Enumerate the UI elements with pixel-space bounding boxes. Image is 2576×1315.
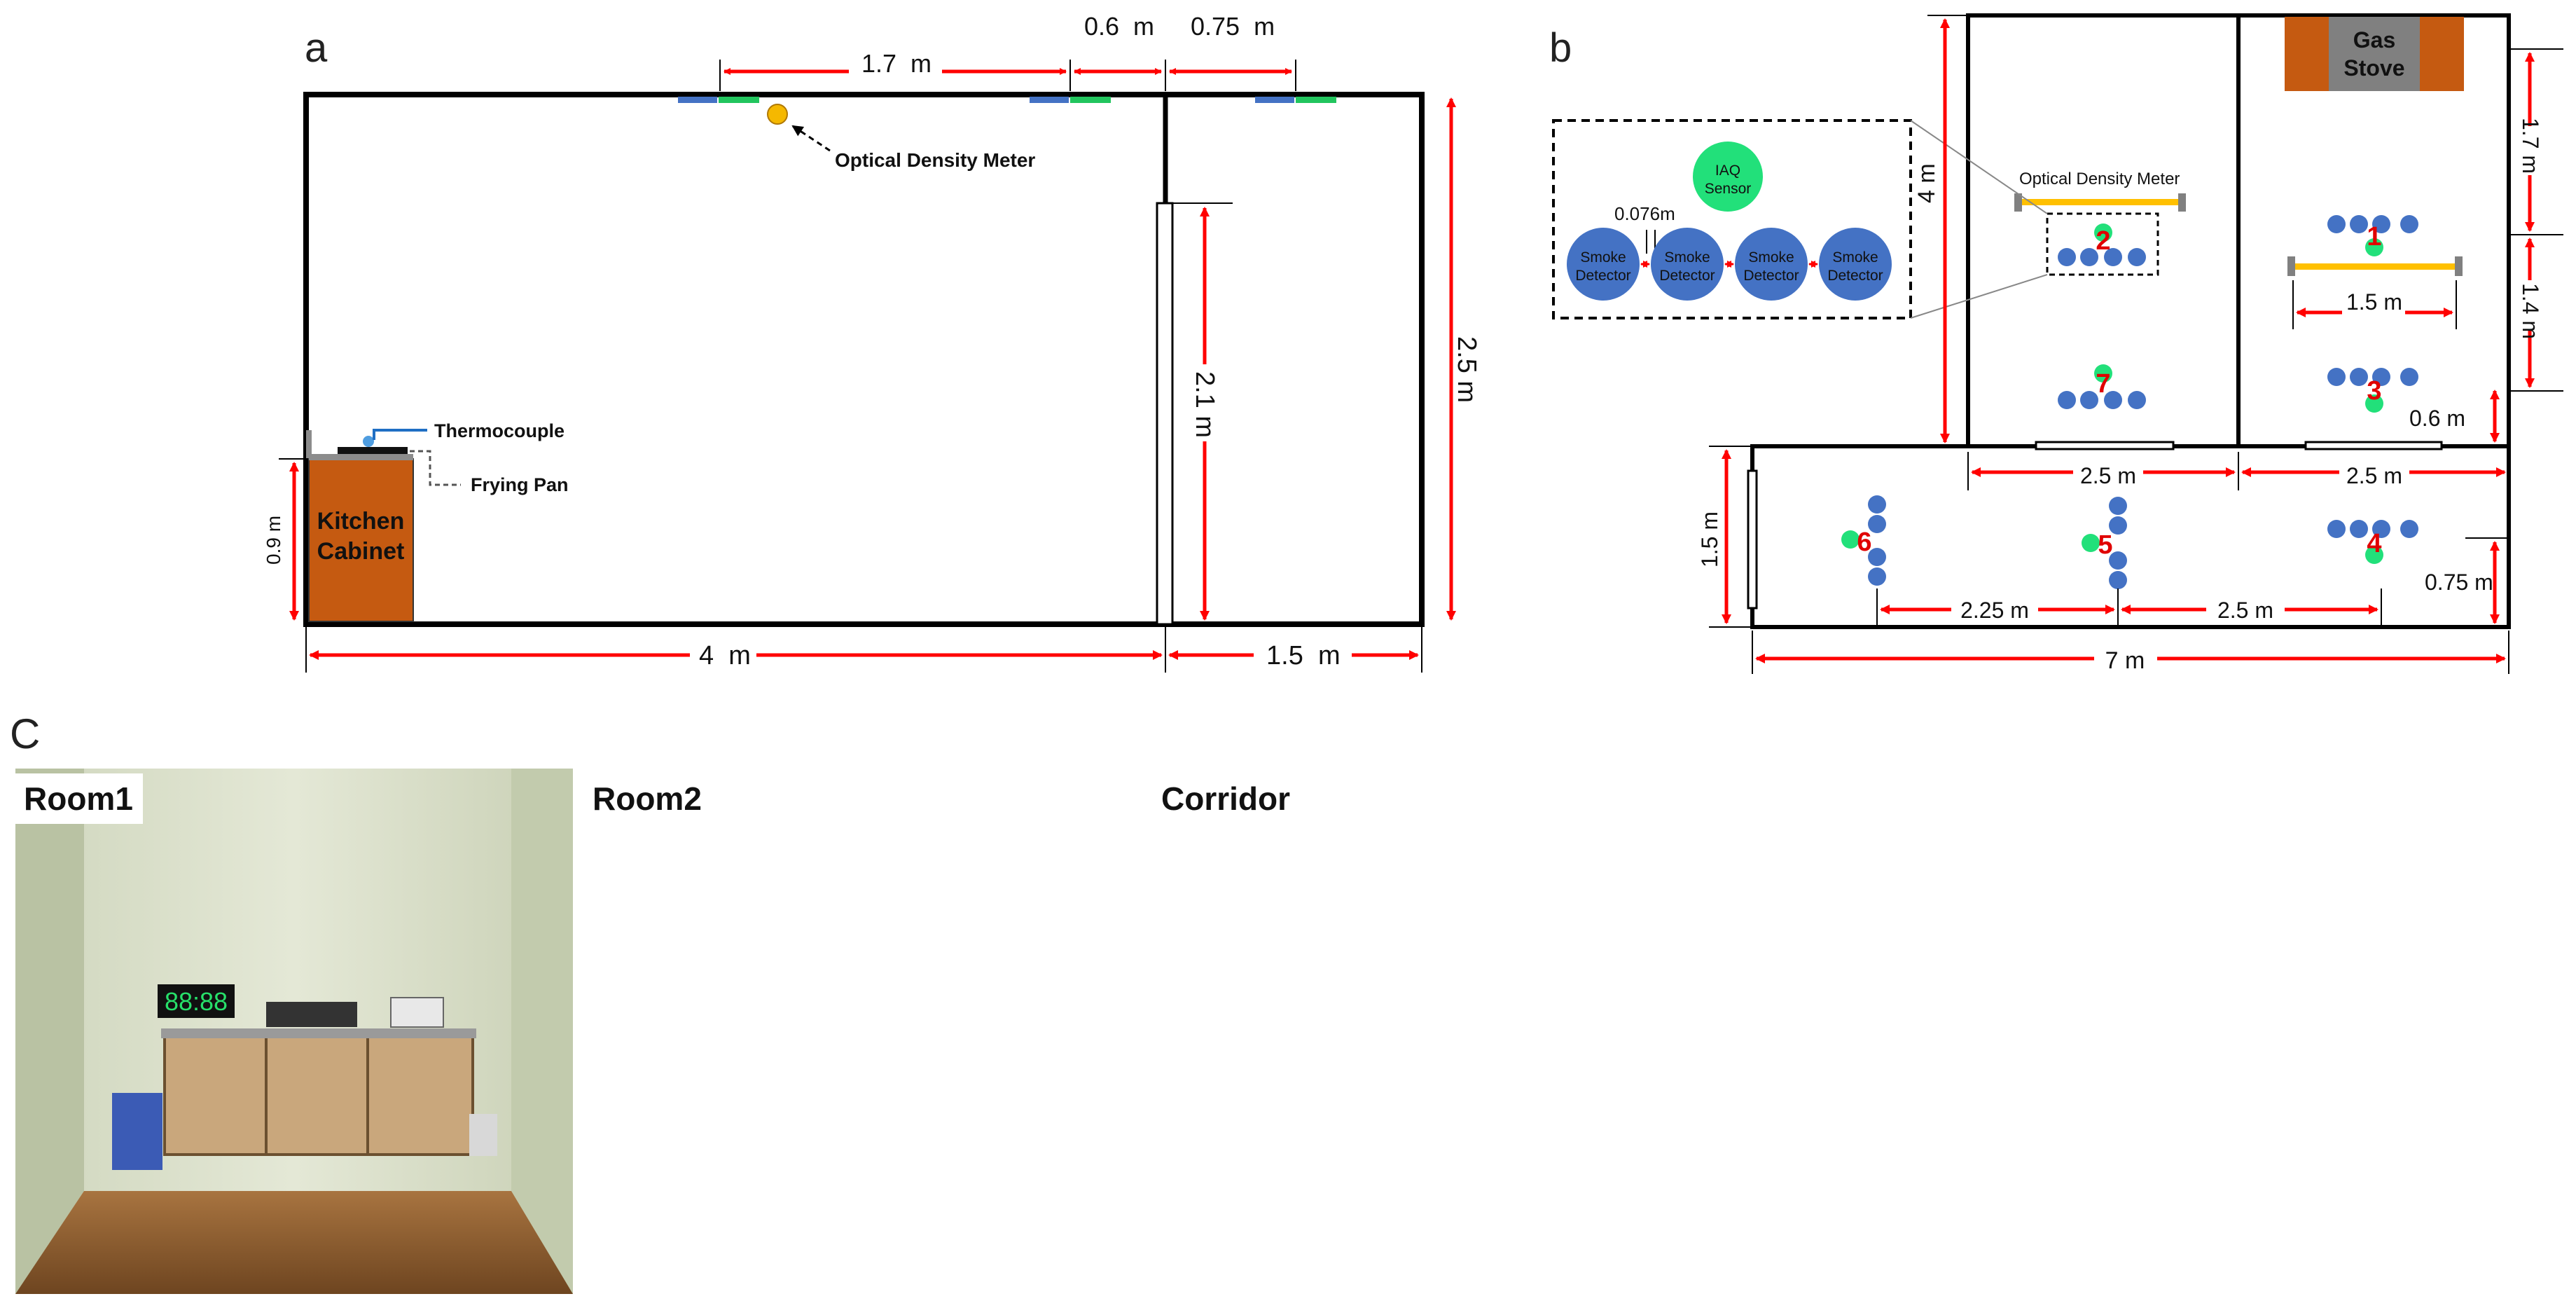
dim-0-9m: 0.9 m <box>263 516 284 565</box>
light-fixtures <box>678 97 1336 103</box>
frying-pan-icon <box>338 447 408 454</box>
inset-source-box <box>2046 212 2159 276</box>
dim-b-17-bg <box>2521 126 2540 175</box>
kitchen-cabinet <box>308 458 414 622</box>
panel-a-letter: a <box>305 25 328 71</box>
smoke-detector-4-l1: Smoke <box>1832 249 1878 266</box>
dim-1-5m: 1.5 m <box>1266 641 1341 670</box>
point-cluster-4 <box>2327 520 2418 564</box>
dim-b-corr-1-5m: 1.5 m <box>1697 511 1722 567</box>
countertop <box>309 454 413 460</box>
smoke-detector-2-l2: Detector <box>1659 268 1715 284</box>
point-cluster-7 <box>2058 364 2146 409</box>
dim-b-corr-2-5m: 2.5 m <box>2217 598 2273 623</box>
point-1-label: 1 <box>2367 222 2381 252</box>
thermocouple-lead <box>373 429 427 440</box>
gas-stove-label-2: Stove <box>2343 55 2404 81</box>
smoke-detector-3-l1: Smoke <box>1748 249 1794 266</box>
point-cluster-1 <box>2327 215 2418 256</box>
iaq-sensor-label-2: Sensor <box>1705 181 1752 197</box>
dim-b-15-bg <box>2342 298 2405 326</box>
smoke-detector-1-l2: Detector <box>1575 268 1630 284</box>
thermocouple-icon <box>363 436 374 447</box>
room1-photo-label: Room1 <box>15 773 143 824</box>
room1-photo: 88:88 <box>15 769 573 1294</box>
top-dimensions <box>719 60 1296 91</box>
room2-photo-label: Room2 <box>584 773 712 824</box>
inset-connector-top <box>1910 120 2048 214</box>
gas-stove <box>2329 17 2420 91</box>
dim-b-room1-2-5m: 2.5 m <box>2346 463 2402 488</box>
kitchen-cabinet-label-2: Cabinet <box>317 538 405 565</box>
point-cluster-6 <box>1841 495 1886 586</box>
panel-b-letter: b <box>1549 25 1572 71</box>
point-7-label: 7 <box>2096 369 2110 399</box>
point-3-label: 3 <box>2367 376 2381 406</box>
point-cluster-2 <box>2058 223 2146 266</box>
dim-b-4m: 4 m <box>1913 163 1940 203</box>
partition-door <box>1156 202 1174 626</box>
kitchen-cabinet-label-1: Kitchen <box>317 508 405 535</box>
dim-4m: 4 m <box>699 641 751 670</box>
dim-b-14-bg <box>2521 280 2540 329</box>
svg-text:88:88: 88:88 <box>165 987 228 1016</box>
iaq-sensor <box>1693 142 1763 212</box>
gas-stove-label-1: Gas <box>2353 27 2395 53</box>
dim-b-2-25m: 2.25 m <box>1960 598 2029 623</box>
optical-density-meter-label: Optical Density Meter <box>835 149 1035 171</box>
dim-0-75m: 0.75 m <box>1191 12 1275 41</box>
point-5-label: 5 <box>2098 530 2112 560</box>
point-2-label: 2 <box>2096 226 2110 256</box>
dim-0-6m: 0.6 m <box>1084 12 1154 41</box>
corridor-photo-label: Corridor <box>1153 773 1300 824</box>
optical-density-meter-bar-room2 <box>2014 193 2186 212</box>
dim-b-0-6m: 0.6 m <box>2409 406 2465 431</box>
door-corridor <box>1747 469 1758 610</box>
meter-pointer <box>791 125 831 152</box>
door-room2 <box>2035 441 2175 450</box>
inset-spacing-label: 0.076m <box>1614 203 1675 224</box>
dim-b-0-75m: 0.75 m <box>2425 570 2493 595</box>
panel-b: b Gas Stove Optical Density Meter <box>1549 13 2563 674</box>
panel-c: C 88:88 <box>10 710 573 1294</box>
smoke-detectors-inset <box>1567 228 1892 301</box>
room-outline <box>303 92 1425 627</box>
dim-1-7m: 1.7 m <box>861 49 932 78</box>
smoke-detector-4-l2: Detector <box>1827 268 1883 284</box>
dim-2-5m: 2.5 m <box>1452 336 1481 403</box>
inset-connector-bottom <box>1910 274 2048 319</box>
inner-dim-label-bg <box>1193 364 1217 441</box>
dim-b-room-1-5m: 1.5 m <box>2346 289 2402 315</box>
bottom-dimensions <box>305 625 1422 673</box>
optical-density-meter-icon <box>767 104 788 125</box>
panel-a: a Optical Density Meter 1.7 m 0.6 m <box>263 12 1481 673</box>
door-room1 <box>2304 441 2443 450</box>
dim-2-1m: 2.1 m <box>1190 371 1219 438</box>
dim-b-1-7m: 1.7 m <box>2518 118 2543 174</box>
panel-c-letter: C <box>10 710 40 757</box>
panel-b-dimension-lines <box>1709 15 2563 674</box>
point-cluster-5 <box>2082 497 2127 589</box>
thermocouple-label: Thermocouple <box>434 420 565 441</box>
dim-b-room2-2-5m: 2.5 m <box>2080 463 2136 488</box>
point-cluster-3 <box>2327 368 2418 413</box>
dim-b-1-4m: 1.4 m <box>2518 283 2543 339</box>
smoke-detector-1-l1: Smoke <box>1580 249 1626 266</box>
dim-b-7m: 7 m <box>2105 647 2145 674</box>
smoke-detector-3-l2: Detector <box>1743 268 1799 284</box>
optical-density-meter-bar-room1 <box>2287 256 2463 276</box>
frying-pan-label: Frying Pan <box>471 474 569 495</box>
splash-guard <box>306 430 312 458</box>
point-6-label: 6 <box>1857 528 1871 557</box>
iaq-sensor-label-1: IAQ <box>1715 163 1740 179</box>
smoke-detector-2-l1: Smoke <box>1664 249 1710 266</box>
frying-pan-lead <box>410 450 461 486</box>
optical-density-meter-label-b: Optical Density Meter <box>2019 170 2180 188</box>
point-4-label: 4 <box>2367 529 2381 558</box>
